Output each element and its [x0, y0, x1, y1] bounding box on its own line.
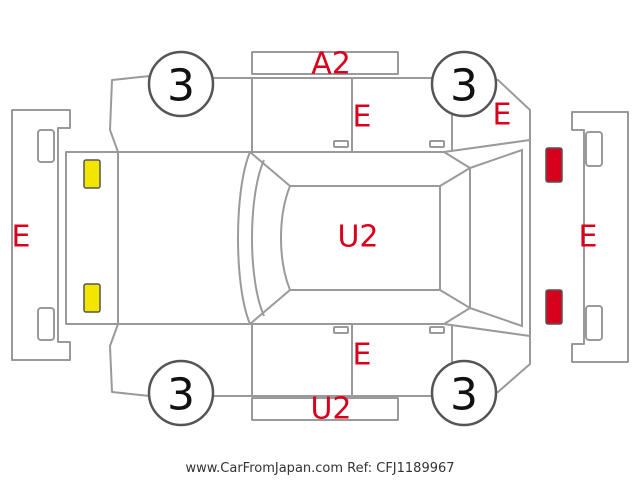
left-bumper [11, 109, 71, 361]
code-right-bumper: E [579, 220, 598, 255]
bottom-bar-panel [251, 397, 399, 421]
code-bottom-rear-door: E [353, 338, 372, 373]
tire-rear-right-value: 3 [450, 370, 478, 421]
top-view-body [65, 139, 531, 337]
code-top-rear-door: E [353, 100, 372, 135]
footer-reference: www.CarFromJapan.com Ref: CFJ1189967 [185, 461, 454, 476]
code-left-bumper: E [12, 220, 31, 255]
tire-front-right-value: 3 [450, 61, 478, 112]
tire-rear-left-value: 3 [167, 370, 195, 421]
roof-panel [280, 185, 441, 291]
front-light-bottom [545, 289, 563, 325]
tire-rear-right: 3 [430, 359, 498, 427]
code-bottom-bar: U2 [310, 392, 351, 427]
tire-front-left: 3 [147, 50, 215, 118]
tire-front-left-value: 3 [167, 61, 195, 112]
rear-light-bottom [83, 283, 101, 313]
top-bar-panel [251, 51, 399, 75]
rear-light-top [83, 159, 101, 189]
right-bumper [571, 111, 629, 363]
tire-rear-left: 3 [147, 359, 215, 427]
code-top-right-fender: E [493, 98, 512, 133]
front-light-top [545, 147, 563, 183]
tire-front-right: 3 [430, 50, 498, 118]
code-roof: U2 [337, 220, 378, 255]
code-roof-top-bar: A2 [311, 47, 351, 82]
